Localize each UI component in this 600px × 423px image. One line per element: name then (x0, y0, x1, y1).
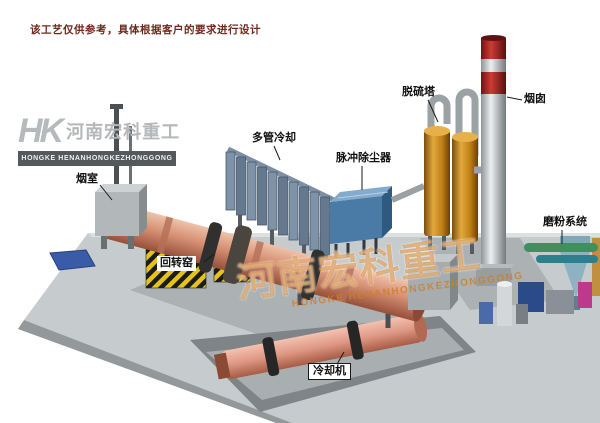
pulse-dust-collector-shape (330, 183, 426, 258)
label-multi-tube-cooling: 多管冷却 (252, 132, 296, 144)
smoke-chamber-shape (95, 184, 147, 249)
label-cooling-machine: 冷却机 (308, 363, 351, 380)
desulfurization-towers-shape (424, 88, 486, 254)
disclaimer-text: 该工艺仅供参考，具体根据客户的要求进行设计 (30, 24, 261, 36)
rotary-kiln-shape (106, 202, 428, 322)
label-pulse-dust-collector: 脉冲除尘器 (336, 152, 391, 164)
blue-pad-shape (49, 249, 96, 271)
auxiliary-equipment-shape (479, 281, 528, 326)
label-chimney: 烟囱 (524, 93, 546, 105)
cooling-machine-shape (213, 313, 428, 380)
watermark-logo-left: HK 河南宏科重工 HONGKE HENANHONGKEZHONGGONG (18, 112, 179, 166)
hk-logo: HK (18, 112, 64, 150)
watermark-brand-en: HONGKE HENANHONGKEZHONGGONG (18, 151, 176, 166)
label-desulfurization-tower: 脱硫塔 (402, 86, 435, 98)
label-smoke-chamber: 烟室 (76, 173, 98, 185)
chimney-shape (476, 35, 514, 286)
label-grinding-system: 磨粉系统 (543, 216, 587, 228)
label-rotary-kiln: 回转窑 (157, 256, 196, 271)
watermark-logo-row: HK 河南宏科重工 (18, 112, 179, 150)
watermark-brand-cn: 河南宏科重工 (66, 122, 181, 142)
kiln-head-hood-shape (408, 254, 458, 310)
